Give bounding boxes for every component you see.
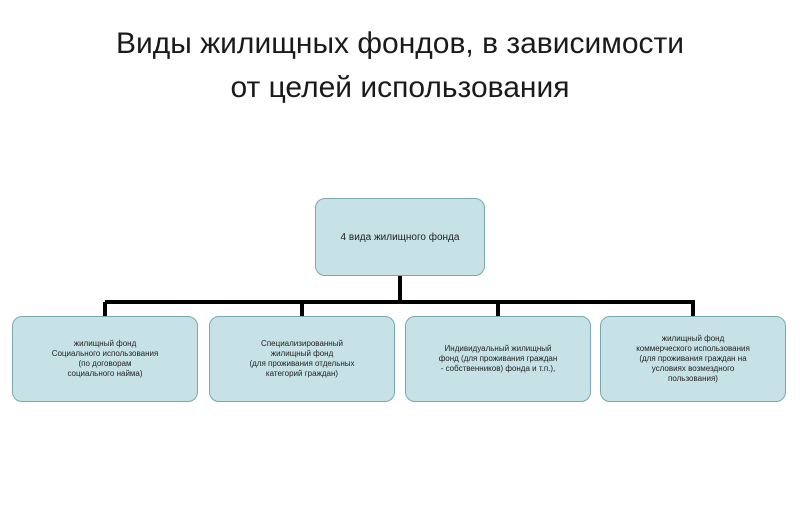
child-node-line: социального найма) — [67, 369, 143, 378]
child-node-social: жилищный фонд Социального использования … — [12, 316, 198, 402]
child-node-commercial: жилищный фонд коммерческого использовани… — [600, 316, 786, 402]
child-node-specialized: Специализированный жилищный фонд (для пр… — [209, 316, 395, 402]
title-line-1: Виды жилищных фондов, в зависимости — [115, 27, 685, 60]
title-line-2: от целей использования — [230, 71, 570, 104]
child-node-line: Специализированный — [261, 339, 343, 348]
child-node-individual: Индивидуальный жилищный фонд (для прожив… — [405, 316, 591, 402]
child-node-line: жилищный фонд — [270, 349, 334, 358]
root-node-label: 4 вида жилищного фонда — [340, 231, 460, 243]
child-node-line: - собственников) фонда и т.п.), — [440, 364, 556, 373]
child-node-line: категорий граждан) — [265, 369, 339, 378]
child-node-line: условиях возмездного — [651, 364, 735, 373]
child-node-line: (по договорам — [78, 359, 132, 368]
child-node-line: (для проживания отдельных — [249, 359, 355, 368]
root-node: 4 вида жилищного фонда — [315, 198, 485, 276]
child-node-line: жилищный фонд — [73, 339, 137, 348]
child-node-line: (для проживания граждан на — [639, 354, 747, 363]
child-node-line: Социального использования — [51, 349, 159, 358]
child-node-line: жилищный фонд — [661, 334, 725, 343]
page-title: Виды жилищных фондов, в зависимости от ц… — [0, 22, 800, 110]
child-node-line: коммерческого использования — [636, 344, 750, 353]
child-node-line: Индивидуальный жилищный — [444, 344, 552, 353]
child-node-line: фонд (для проживания граждан — [438, 354, 558, 363]
child-node-line: пользования) — [668, 374, 718, 383]
